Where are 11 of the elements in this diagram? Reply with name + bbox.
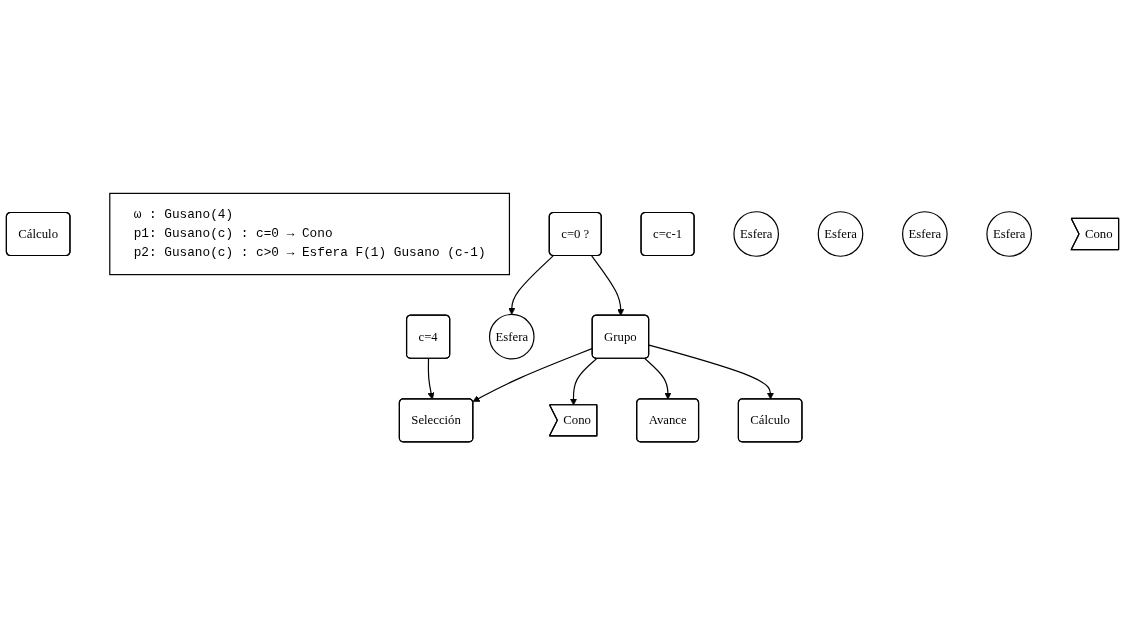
node-circle: Esfera (902, 211, 948, 257)
arrow (508, 255, 554, 315)
node-circle: Esfera (817, 211, 864, 257)
node-circle: Esfera (733, 211, 780, 257)
arrow (591, 255, 625, 316)
node-box: ω : Gusano(4) p1: Gusano(c) : c=0 → Cono p2: Gusano(c) : c>0 → Esfera F(1) Gusano (c-1) (109, 192, 511, 276)
node-circle: Esfera (986, 211, 1033, 257)
arrow (648, 344, 774, 400)
arrow (644, 357, 672, 400)
arrow (427, 357, 435, 400)
node-circle: Esfera (488, 313, 535, 360)
